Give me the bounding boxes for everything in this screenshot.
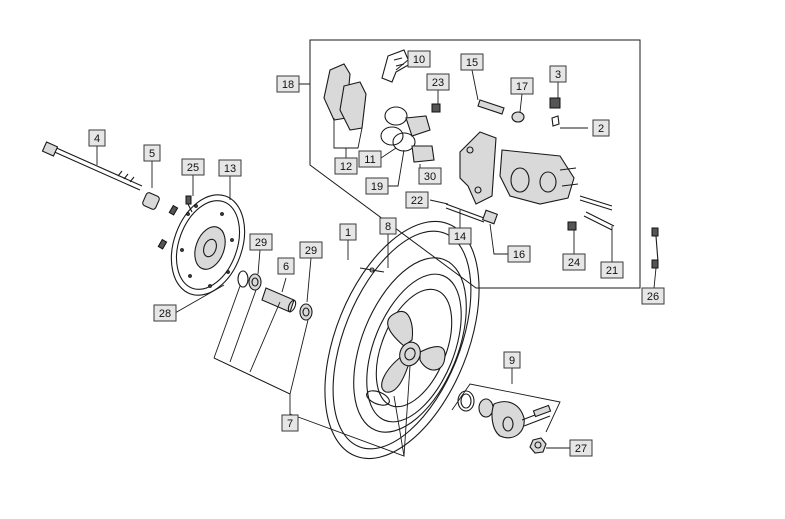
- caliper-group-frame: [309, 39, 641, 289]
- callout-13: 13: [218, 159, 242, 177]
- callout-21-label: 21: [606, 265, 618, 277]
- callout-3: 3: [549, 65, 567, 83]
- callout-10: 10: [407, 50, 431, 68]
- callout-15-label: 15: [466, 57, 478, 69]
- distance-collar: [261, 287, 297, 313]
- callout-19: 19: [365, 177, 389, 195]
- slide-pins: [579, 195, 615, 231]
- callout-5-label: 5: [149, 148, 155, 160]
- callout-13-label: 13: [224, 163, 236, 175]
- speedometer-gearbox: [457, 390, 552, 439]
- bearing-seal: [237, 270, 249, 288]
- caliper-body: [499, 149, 579, 205]
- axle-nut: [529, 437, 547, 454]
- callout-27-label: 27: [575, 443, 587, 455]
- callout-12-label: 12: [340, 161, 352, 173]
- disc-bolts: [157, 195, 193, 250]
- callout-1: 1: [339, 223, 357, 241]
- callout-18-label: 18: [282, 79, 294, 91]
- callout-25: 25: [181, 158, 205, 176]
- pad-spring: [381, 49, 411, 83]
- axle: [41, 141, 143, 191]
- callout-26: 26: [641, 287, 665, 305]
- callout-18: 18: [276, 75, 300, 93]
- callout-30-label: 30: [424, 171, 436, 183]
- caliper-nut: [567, 221, 577, 231]
- wheel-bearing-right: [299, 303, 313, 321]
- leader-lines: [96, 59, 657, 457]
- brake-pads: [323, 63, 367, 131]
- bolts-26: [651, 227, 659, 269]
- callout-11-label: 11: [364, 154, 375, 166]
- callout-28: 28: [153, 304, 177, 322]
- callout-16: 16: [507, 245, 531, 263]
- callout-4-label: 4: [94, 133, 100, 145]
- callout-2-label: 2: [598, 123, 604, 135]
- axle-spacer: [142, 192, 160, 210]
- callout-6: 6: [277, 257, 295, 275]
- callout-22: 22: [405, 191, 429, 209]
- callout-4: 4: [88, 129, 106, 147]
- callout-8-label: 8: [385, 221, 391, 233]
- bleed-screw: [549, 97, 561, 127]
- callout-26-label: 26: [647, 291, 659, 303]
- callout-5: 5: [143, 144, 161, 162]
- callout-17-label: 17: [516, 81, 528, 93]
- callout-6-label: 6: [283, 261, 289, 273]
- callout-2: 2: [592, 119, 610, 137]
- callout-7-label: 7: [287, 418, 293, 430]
- callout-29b-label: 29: [305, 245, 317, 257]
- callout-29a: 29: [249, 233, 273, 251]
- callout-22-label: 22: [411, 195, 423, 207]
- callout-12: 12: [334, 157, 358, 175]
- callout-25-label: 25: [187, 162, 199, 174]
- callout-3-label: 3: [555, 69, 561, 81]
- caliper-mount-bolts: [445, 203, 499, 225]
- callout-30: 30: [418, 167, 442, 185]
- callout-23-label: 23: [432, 77, 444, 89]
- callout-28-label: 28: [159, 308, 171, 320]
- callout-9: 9: [503, 351, 521, 369]
- caliper-bolt-small: [431, 103, 441, 113]
- caliper-cap: [511, 111, 525, 123]
- callout-29b: 29: [299, 241, 323, 259]
- front-wheel: [324, 220, 480, 460]
- caliper-bracket: [459, 131, 497, 205]
- callout-14-label: 14: [454, 231, 466, 243]
- callout-9-label: 9: [509, 355, 515, 367]
- slide-pin-bolt: [477, 99, 505, 115]
- callout-16-label: 16: [513, 249, 525, 261]
- callout-27: 27: [569, 439, 593, 457]
- callout-15: 15: [460, 53, 484, 71]
- callout-17: 17: [510, 77, 534, 95]
- valve: [359, 267, 385, 273]
- callout-24: 24: [562, 253, 586, 271]
- callout-23: 23: [426, 73, 450, 91]
- caliper-pistons: [405, 115, 435, 163]
- callout-24-label: 24: [568, 257, 580, 269]
- callout-7: 7: [281, 414, 299, 432]
- wheel-bearing-left: [248, 273, 262, 291]
- brake-disc: [170, 194, 246, 296]
- callout-19-label: 19: [371, 181, 383, 193]
- callout-21: 21: [600, 261, 624, 279]
- callout-1-label: 1: [345, 227, 351, 239]
- callout-14: 14: [448, 227, 472, 245]
- callout-8: 8: [379, 217, 397, 235]
- callout-10-label: 10: [413, 54, 425, 66]
- callout-11: 11: [358, 150, 382, 168]
- callout-29a-label: 29: [255, 237, 267, 249]
